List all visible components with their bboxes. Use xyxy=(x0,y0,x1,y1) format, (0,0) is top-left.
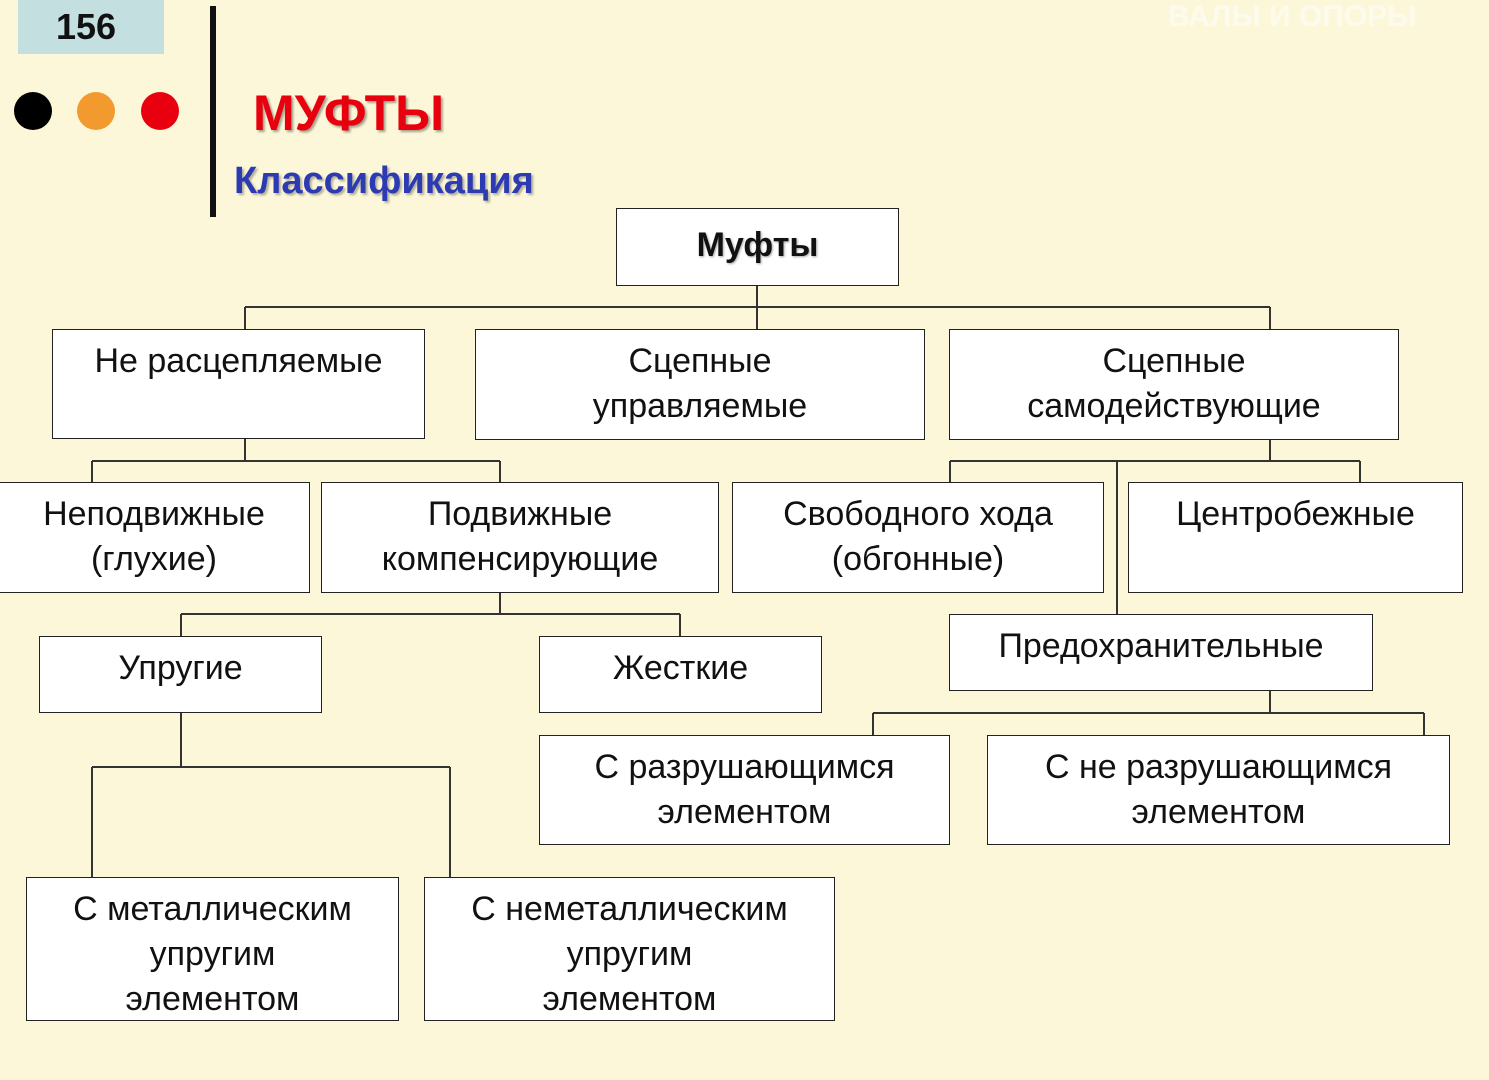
title-divider xyxy=(210,6,216,217)
node-line: (глухие) xyxy=(90,540,218,578)
node-line: управляемые xyxy=(592,387,808,425)
node-line: элементом xyxy=(542,980,717,1018)
node-line: С неметаллическим xyxy=(471,890,788,928)
node-line: Неподвижные xyxy=(43,495,265,533)
node-fixed: Неподвижные (глухие) xyxy=(0,482,310,593)
connector-non-disengageable xyxy=(91,438,501,483)
black-dot-icon xyxy=(14,92,52,130)
node-movable: Подвижные компенсирующие xyxy=(321,482,719,593)
node-safety: Предохранительные xyxy=(949,614,1373,691)
node-line: Упругие xyxy=(118,649,243,687)
node-line: упругим xyxy=(566,935,693,973)
node-nonmetal-elastic: С неметаллическим упругим элементом xyxy=(424,877,835,1021)
connector-elastic xyxy=(91,712,451,878)
node-line: Свободного хода xyxy=(783,495,1053,533)
node-line: Центробежные xyxy=(1176,495,1415,533)
connector-safety xyxy=(872,690,1425,736)
red-dot-icon xyxy=(141,92,179,130)
connector-movable xyxy=(180,592,681,637)
node-engaging-controlled: Сцепные управляемые xyxy=(475,329,925,440)
orange-dot-icon xyxy=(77,92,115,130)
page-subtitle: Классификация xyxy=(234,160,534,202)
node-line: упругим xyxy=(149,935,276,973)
node-elastic: Упругие xyxy=(39,636,322,713)
node-line: компенсирующие xyxy=(381,540,659,578)
node-rigid: Жесткие xyxy=(539,636,822,713)
page-number-text: 156 xyxy=(56,6,117,47)
node-non-disengageable: Не расцепляемые xyxy=(52,329,425,439)
node-line: С не разрушающимся xyxy=(1044,748,1393,786)
node-line: С разрушающимся xyxy=(594,748,895,786)
node-line: Не расцепляемые xyxy=(94,342,383,380)
node-root: Муфты xyxy=(616,208,899,286)
node-line: элементом xyxy=(1131,793,1306,831)
node-line: Муфты xyxy=(696,226,819,264)
node-line: Сцепные xyxy=(1102,342,1246,380)
node-line: (обгонные) xyxy=(831,540,1005,578)
node-line: элементом xyxy=(125,980,300,1018)
node-line: самодействующие xyxy=(1027,387,1321,425)
node-centrifugal: Центробежные xyxy=(1128,482,1463,593)
node-line: Сцепные xyxy=(628,342,772,380)
node-line: С металлическим xyxy=(73,890,352,928)
node-non-breaking-element: С не разрушающимся элементом xyxy=(987,735,1450,845)
node-line: Жесткие xyxy=(612,649,749,687)
node-line: Предохранительные xyxy=(998,627,1324,665)
page-number: 156 xyxy=(18,0,164,54)
node-line: Подвижные xyxy=(427,495,613,533)
node-line: элементом xyxy=(657,793,832,831)
connector-self-acting xyxy=(949,438,1361,615)
node-engaging-self-acting: Сцепные самодействующие xyxy=(949,329,1399,440)
node-metal-elastic: С металлическим упругим элементом xyxy=(26,877,399,1021)
connector-root xyxy=(244,285,1271,330)
node-freewheel: Свободного хода (обгонные) xyxy=(732,482,1104,593)
node-breaking-element: С разрушающимся элементом xyxy=(539,735,950,845)
page-title: МУФТЫ xyxy=(253,85,445,141)
section-header: ВАЛЫ И ОПОРЫ xyxy=(1168,0,1417,33)
